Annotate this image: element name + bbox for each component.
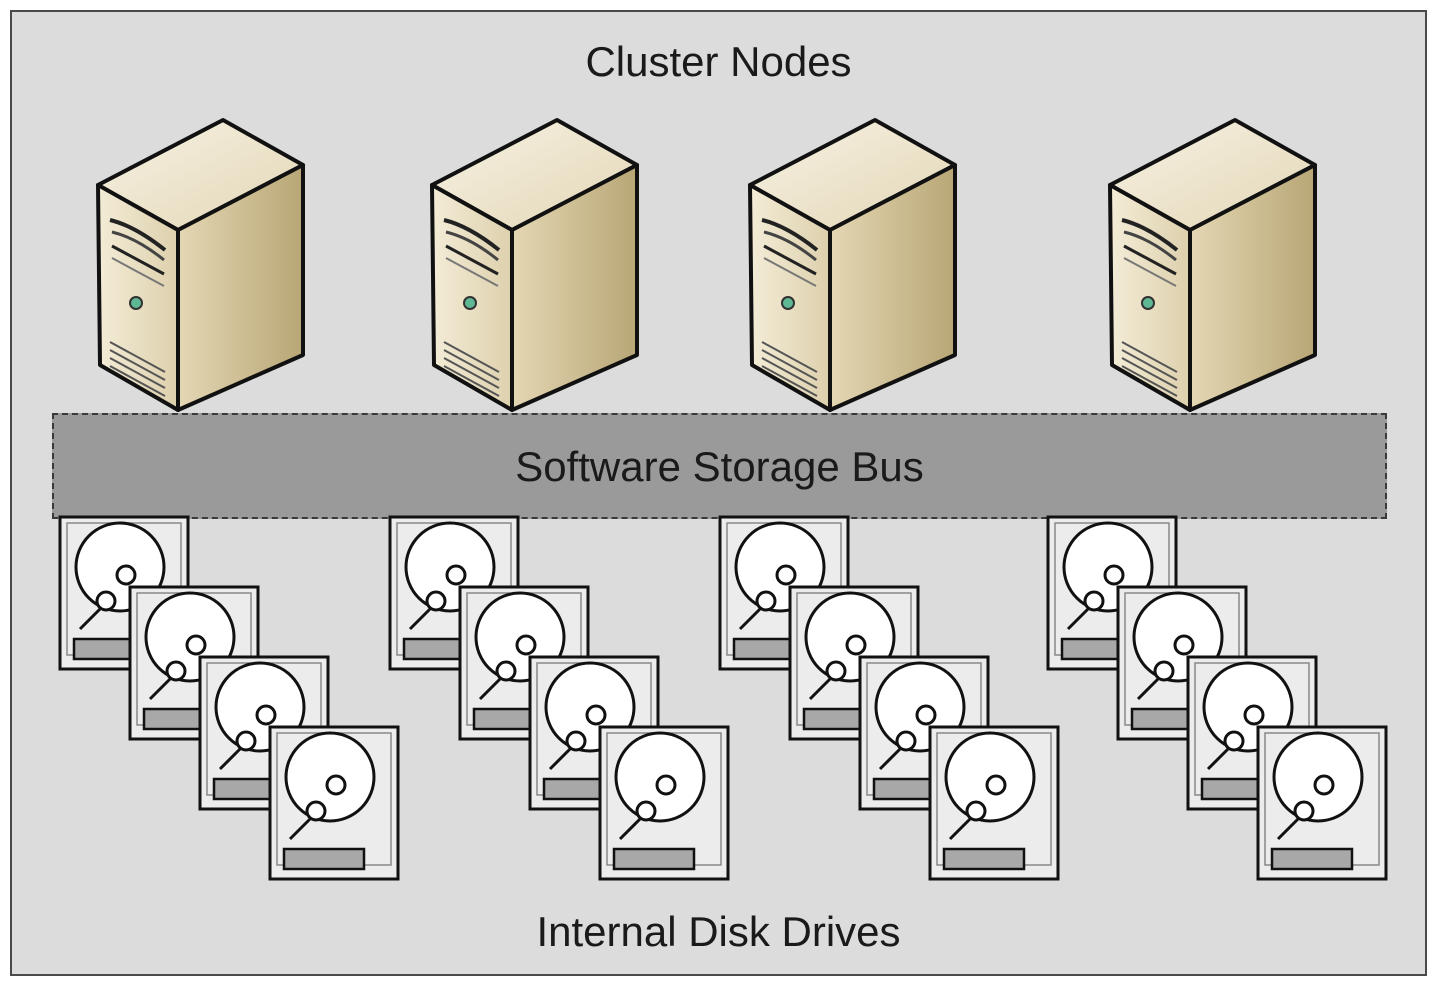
software-storage-bus-label: Software Storage Bus — [515, 443, 924, 490]
disk-group — [388, 515, 730, 881]
internal-disk-drives-label: Internal Disk Drives — [536, 908, 901, 955]
hard-disk-icon — [1256, 725, 1388, 881]
disk-group — [58, 515, 400, 881]
disk-group — [718, 515, 1060, 881]
hard-disk-icon — [928, 725, 1060, 881]
cluster-nodes-label: Cluster Nodes — [585, 38, 852, 85]
disk-group — [1046, 515, 1388, 881]
hard-disk-icon — [268, 725, 400, 881]
hard-disk-icon — [598, 725, 730, 881]
